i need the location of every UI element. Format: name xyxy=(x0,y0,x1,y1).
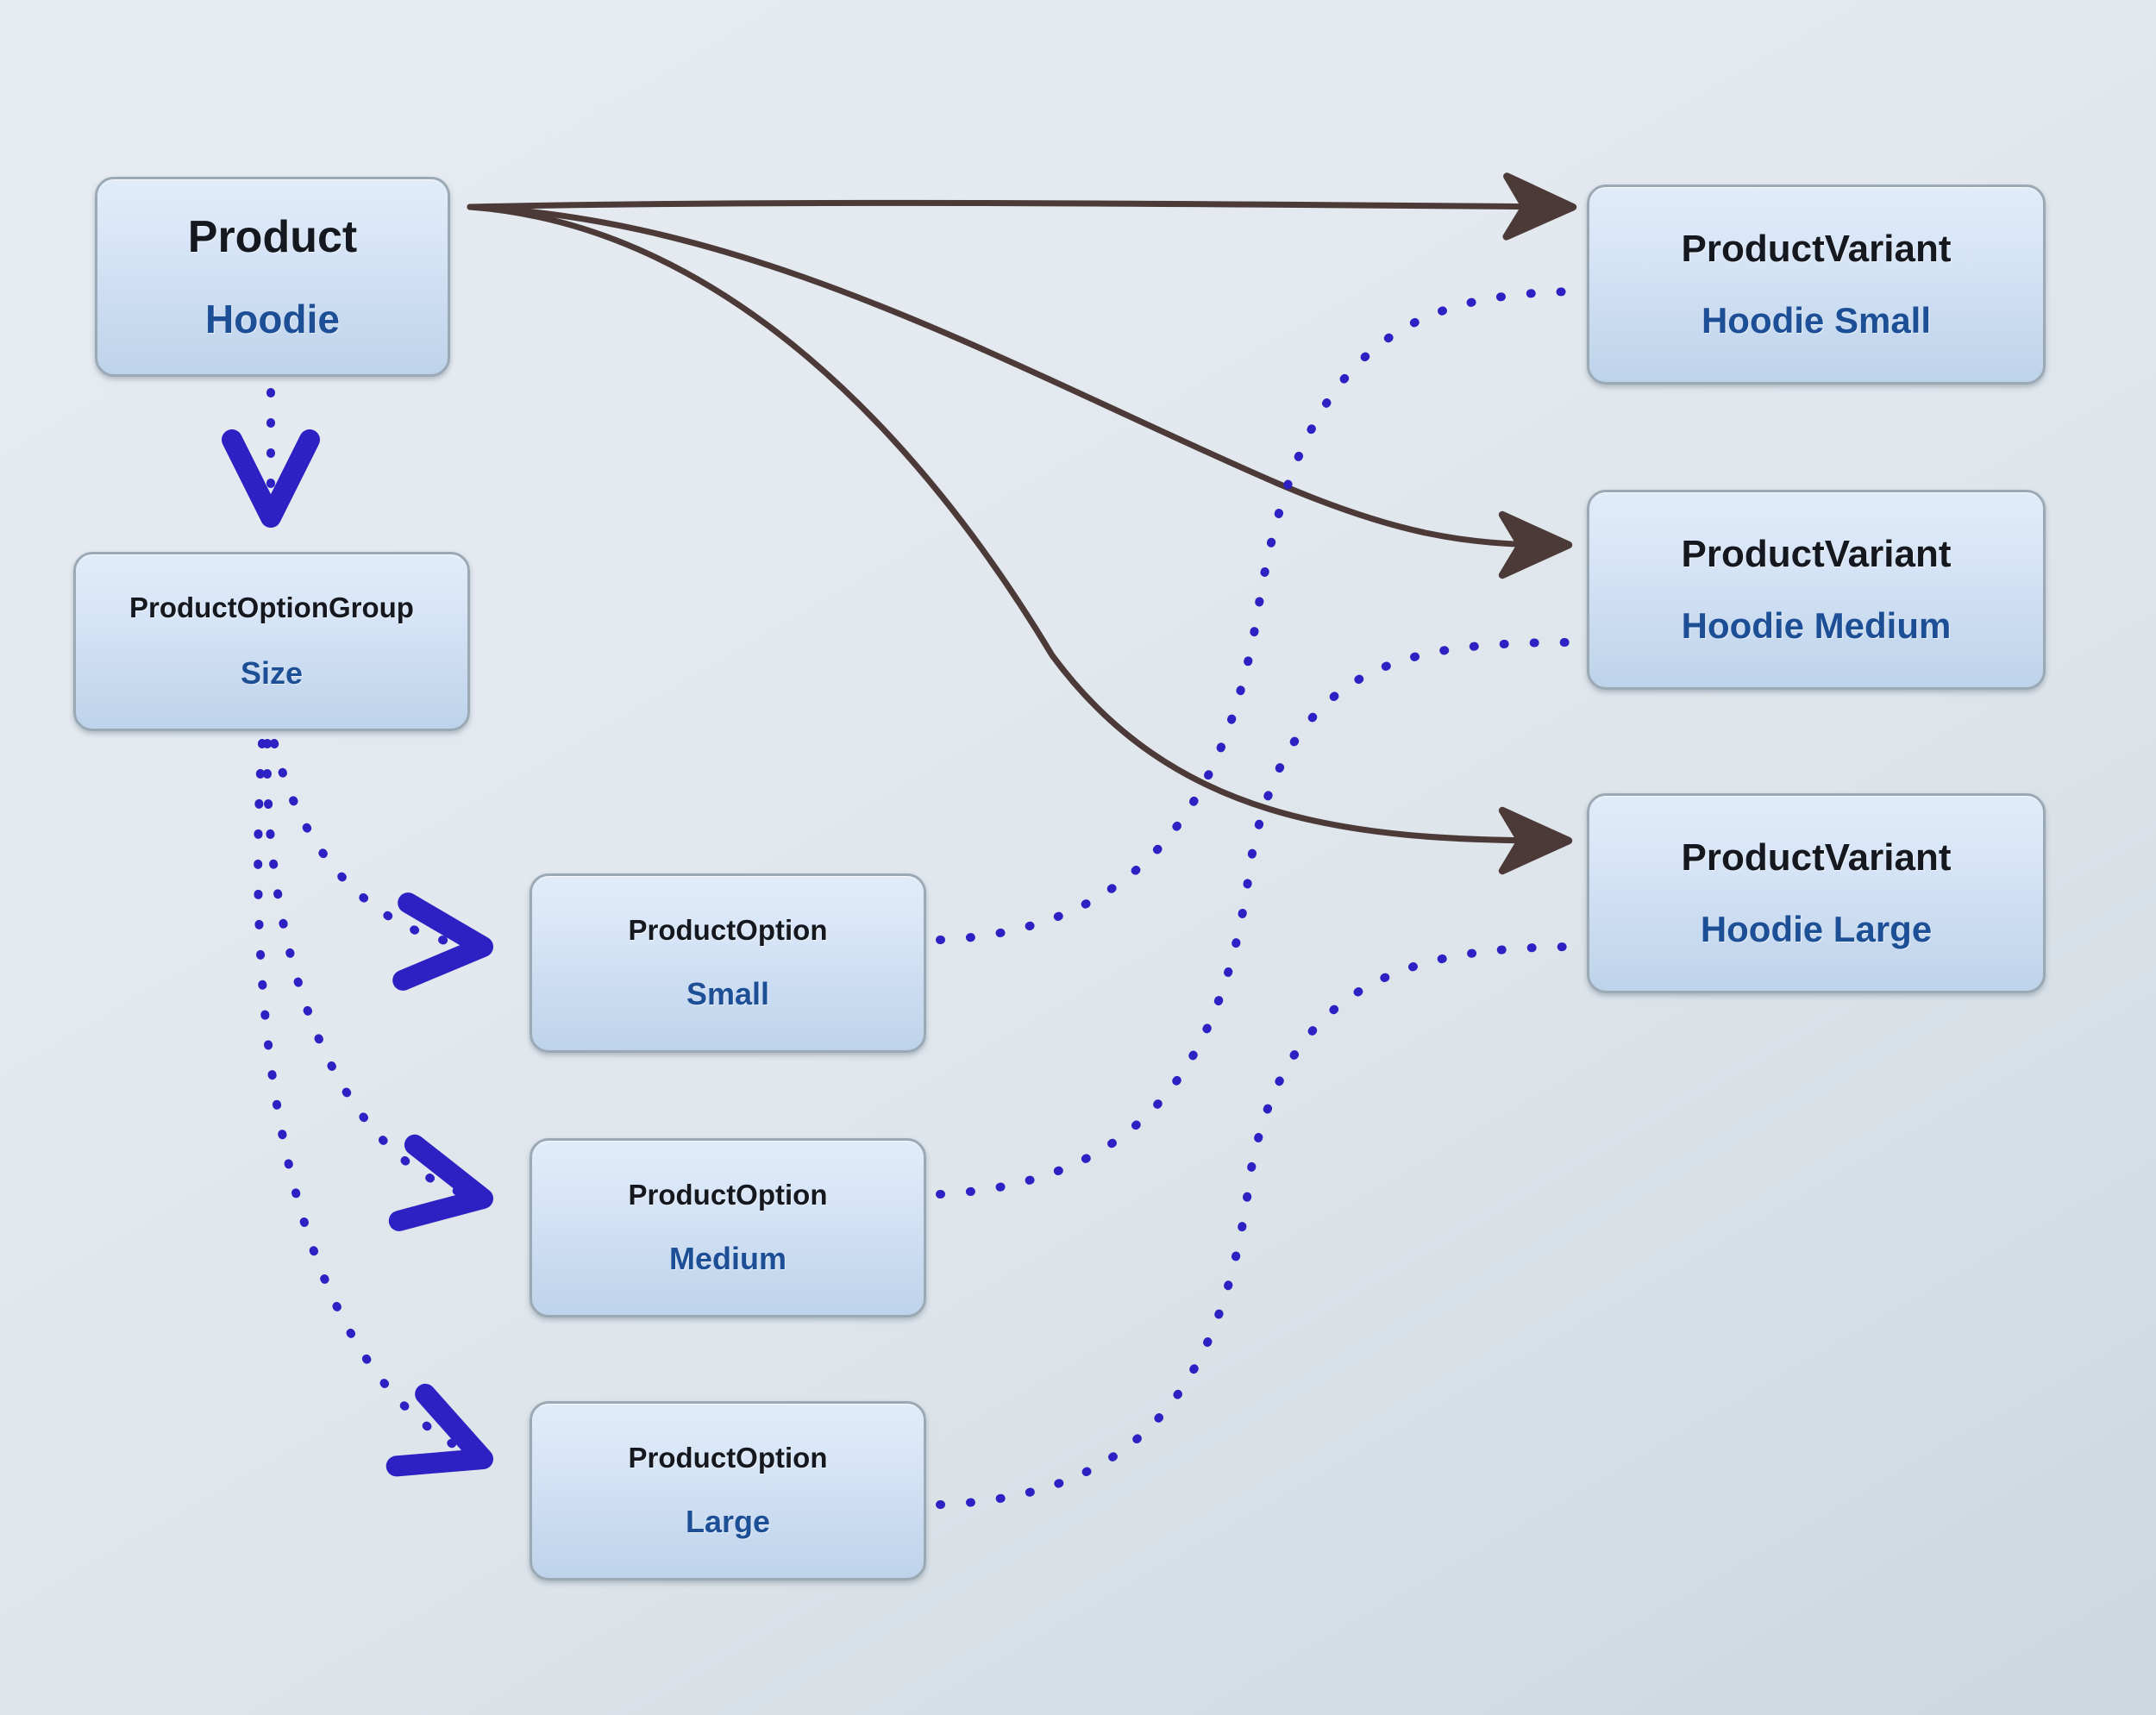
edge-option-medium-to-variant-medium xyxy=(936,638,1583,1199)
node-product-variant-large-type: ProductVariant xyxy=(1681,836,1952,879)
node-product-variant-medium[interactable]: ProductVariant Hoodie Medium xyxy=(1587,490,2046,690)
node-product-variant-small-type: ProductVariant xyxy=(1681,227,1952,270)
node-product-variant-medium-name: Hoodie Medium xyxy=(1681,605,1952,647)
node-product-variant-medium-type: ProductVariant xyxy=(1681,532,1952,575)
node-product-variant-large[interactable]: ProductVariant Hoodie Large xyxy=(1587,793,2046,993)
node-product-option-small-name: Small xyxy=(686,976,770,1012)
node-product-option-large-name: Large xyxy=(685,1504,771,1540)
node-product-variant-small-name: Hoodie Small xyxy=(1701,300,1932,341)
node-product-type: Product xyxy=(187,211,358,262)
edge-product-to-variant-large xyxy=(467,203,1573,875)
node-product-option-large[interactable]: ProductOption Large xyxy=(530,1401,926,1580)
node-product[interactable]: Product Hoodie xyxy=(95,177,450,377)
node-product-option-medium-type: ProductOption xyxy=(628,1178,828,1211)
edge-option-group-to-option-large xyxy=(254,739,493,1477)
node-product-option-medium-name: Medium xyxy=(668,1241,787,1277)
edge-option-group-to-option-small xyxy=(270,739,493,991)
edge-product-to-variant-medium xyxy=(467,203,1573,579)
node-product-option-small[interactable]: ProductOption Small xyxy=(530,873,926,1053)
edge-option-large-to-variant-large xyxy=(936,942,1583,1509)
edge-product-to-variant-small xyxy=(467,172,1577,241)
node-product-option-group[interactable]: ProductOptionGroup Size xyxy=(73,552,470,731)
node-product-option-group-type: ProductOptionGroup xyxy=(129,591,414,623)
node-product-option-large-type: ProductOption xyxy=(628,1441,828,1474)
node-product-name: Hoodie xyxy=(205,297,340,342)
node-product-option-medium[interactable]: ProductOption Medium xyxy=(530,1138,926,1318)
node-product-variant-small[interactable]: ProductVariant Hoodie Small xyxy=(1587,185,2046,385)
node-product-option-small-type: ProductOption xyxy=(628,913,828,946)
node-product-variant-large-name: Hoodie Large xyxy=(1700,909,1933,950)
node-product-option-group-name: Size xyxy=(240,655,304,692)
edge-option-group-to-option-medium xyxy=(262,739,493,1231)
edge-option-small-to-variant-small xyxy=(936,287,1583,944)
